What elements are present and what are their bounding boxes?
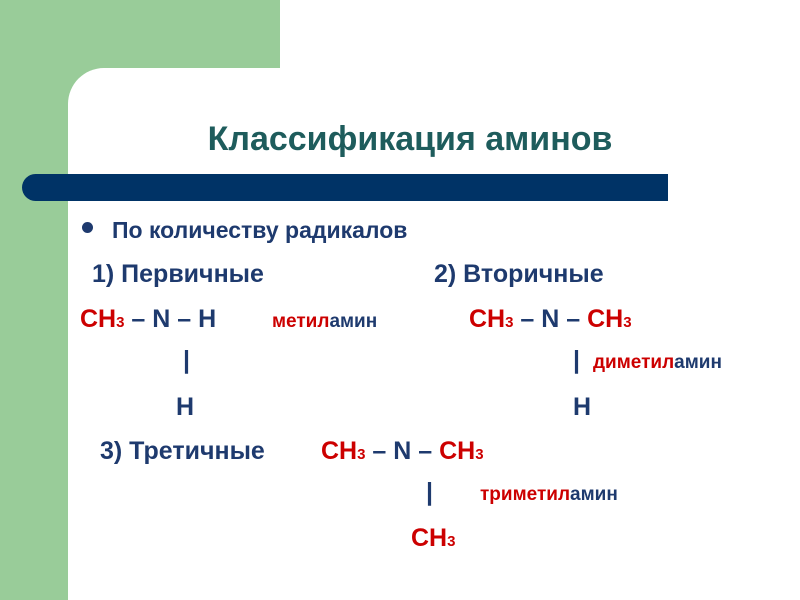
slide-title: Классификация аминов (207, 120, 613, 158)
bullet-dot-icon (82, 222, 93, 233)
decor-green-left (0, 0, 68, 600)
secondary-bond: | (573, 346, 580, 374)
secondary-name: диметиламин (593, 352, 722, 373)
tertiary-name: триметиламин (480, 484, 618, 505)
slide-panel (68, 68, 800, 600)
primary-formula: CH3 – N – H (80, 305, 217, 333)
primary-bond: | (183, 346, 190, 374)
bullet-text: По количеству радикалов (112, 217, 408, 243)
tertiary-bond: | (426, 478, 433, 506)
tertiary-atom-ch3: CH3 (411, 524, 456, 552)
secondary-formula: CH3 – N – CH3 (469, 305, 632, 333)
secondary-heading: 2) Вторичные (434, 260, 604, 288)
primary-heading: 1) Первичные (92, 260, 264, 288)
primary-name: метиламин (272, 311, 378, 332)
title-underline-bar (22, 174, 668, 201)
secondary-atom-h: H (573, 393, 592, 421)
tertiary-formula: CH3 – N – CH3 (321, 437, 484, 465)
primary-atom-h: H (176, 393, 195, 421)
tertiary-heading: 3) Третичные (100, 437, 265, 465)
